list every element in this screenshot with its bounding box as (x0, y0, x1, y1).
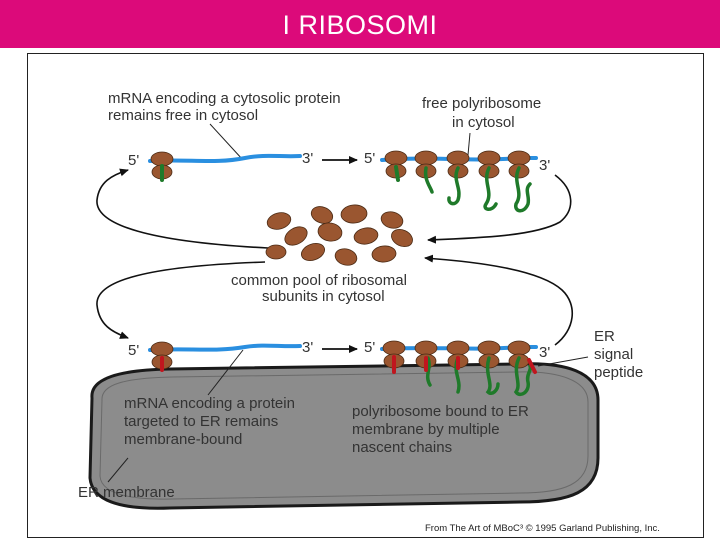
molecules-layer (148, 150, 538, 397)
pool-subunit-5 (284, 226, 308, 246)
leader-free-polyribosome (467, 132, 471, 156)
label-5prime-free-polyribosome: 5' (364, 150, 375, 167)
pool-subunit-7 (353, 227, 379, 245)
label-er-mrna-line3: membrane-bound (124, 431, 242, 448)
ribosome-er-poly-2-large-subunit (414, 340, 438, 356)
er-lumen (88, 362, 600, 510)
figure-frame (27, 53, 704, 538)
label-free-polyribosome-line2: in cytosol (452, 114, 515, 131)
arrow-bottom-right-cycle (424, 254, 574, 346)
label-3prime-bound-polyribosome: 3' (539, 344, 550, 361)
label-cytosolic-mrna-line1: mRNA encoding a cytosolic protein (108, 90, 341, 107)
nascent-chain-er-poly-4 (485, 356, 500, 396)
nascent-chain-er-poly-2 (425, 356, 432, 387)
label-common-pool-line1: common pool of ribosomal (231, 272, 407, 289)
title-bar: I RIBOSOMI (0, 0, 720, 48)
pool-subunit-12 (371, 245, 397, 263)
pool-subunit-2 (310, 206, 334, 224)
pool-subunit-11 (334, 248, 358, 266)
label-er-mrna-line1: mRNA encoding a protein (124, 395, 295, 412)
signal-peptide-poly-5 (527, 358, 537, 374)
label-common-pool-line2: subunits in cytosol (262, 288, 385, 305)
label-bound-polyribosome-line3: nascent chains (352, 439, 452, 456)
ribosome-er-poly-1-large-subunit (382, 340, 406, 356)
label-3prime-free-mrna: 3' (302, 150, 313, 167)
ribosome-er-poly-5-large-subunit (507, 340, 531, 356)
pool-subunit-6 (317, 222, 343, 242)
label-3prime-er-mrna: 3' (302, 339, 313, 356)
ribosome-free-poly-3-large-subunit (446, 150, 470, 166)
nascent-chain-er-poly-5 (513, 356, 533, 397)
arrow-top-left-cycle (96, 168, 269, 249)
nascent-chain-poly-4 (483, 166, 498, 211)
ribosome-free-poly-1-large-subunit (384, 150, 408, 166)
nascent-chain-poly-5 (514, 166, 532, 213)
mrna-er (148, 343, 302, 352)
pool-subunit-8 (391, 228, 413, 248)
leader-cytosolic-mrna (209, 123, 244, 161)
label-bound-polyribosome-line2: membrane by multiple (352, 421, 500, 438)
slide-title: I RIBOSOMI (282, 10, 438, 40)
label-bound-polyribosome-line1: polyribosome bound to ER (352, 403, 529, 420)
label-cytosolic-mrna-line2: remains free in cytosol (108, 107, 258, 124)
leader-signal-peptide (537, 356, 589, 367)
pool-subunit-3 (340, 204, 368, 224)
ribosome-er-poly-4-large-subunit (477, 340, 501, 356)
arrow-bottom-left-cycle (96, 261, 266, 339)
pool-subunit-1 (266, 212, 292, 230)
arrow-top-right-cycle (427, 174, 572, 244)
nascent-chain-poly-3 (447, 166, 461, 206)
ribosome-free-poly-4-large-subunit (477, 150, 501, 166)
leader-er-mrna (207, 349, 244, 396)
ribosome-free-1-large-subunit (150, 151, 174, 167)
label-er-signal-line3: peptide (594, 364, 643, 381)
figure-credit: From The Art of MBoC³ © 1995 Garland Pub… (425, 523, 660, 534)
label-free-polyribosome-line1: free polyribosome (422, 95, 541, 112)
ribosome-er-1-large-subunit (150, 341, 174, 357)
mrna-free (148, 153, 302, 164)
ribosome-free-poly-2-large-subunit (414, 150, 438, 166)
label-er-signal-line2: signal (594, 346, 633, 363)
er-membrane-inner (99, 371, 589, 500)
ribosome-er-poly-3-large-subunit (446, 340, 470, 356)
nascent-chain-poly-2 (423, 166, 434, 194)
ribosome-free-poly-5-large-subunit (507, 150, 531, 166)
pool-subunit-9 (265, 244, 287, 260)
nascent-chain-poly-1 (394, 165, 400, 182)
label-er-membrane: ER membrane (78, 484, 175, 501)
label-5prime-free-mrna: 5' (128, 152, 139, 169)
label-er-signal-line1: ER (594, 328, 615, 345)
label-5prime-bound-polyribosome: 5' (364, 339, 375, 356)
leader-er-membrane (107, 457, 129, 483)
label-er-mrna-line2: targeted to ER remains (124, 413, 278, 430)
pool-subunit-10 (300, 243, 326, 261)
label-5prime-er-mrna: 5' (128, 342, 139, 359)
pool-subunit-4 (380, 211, 404, 229)
label-3prime-free-polyribosome: 3' (539, 157, 550, 174)
